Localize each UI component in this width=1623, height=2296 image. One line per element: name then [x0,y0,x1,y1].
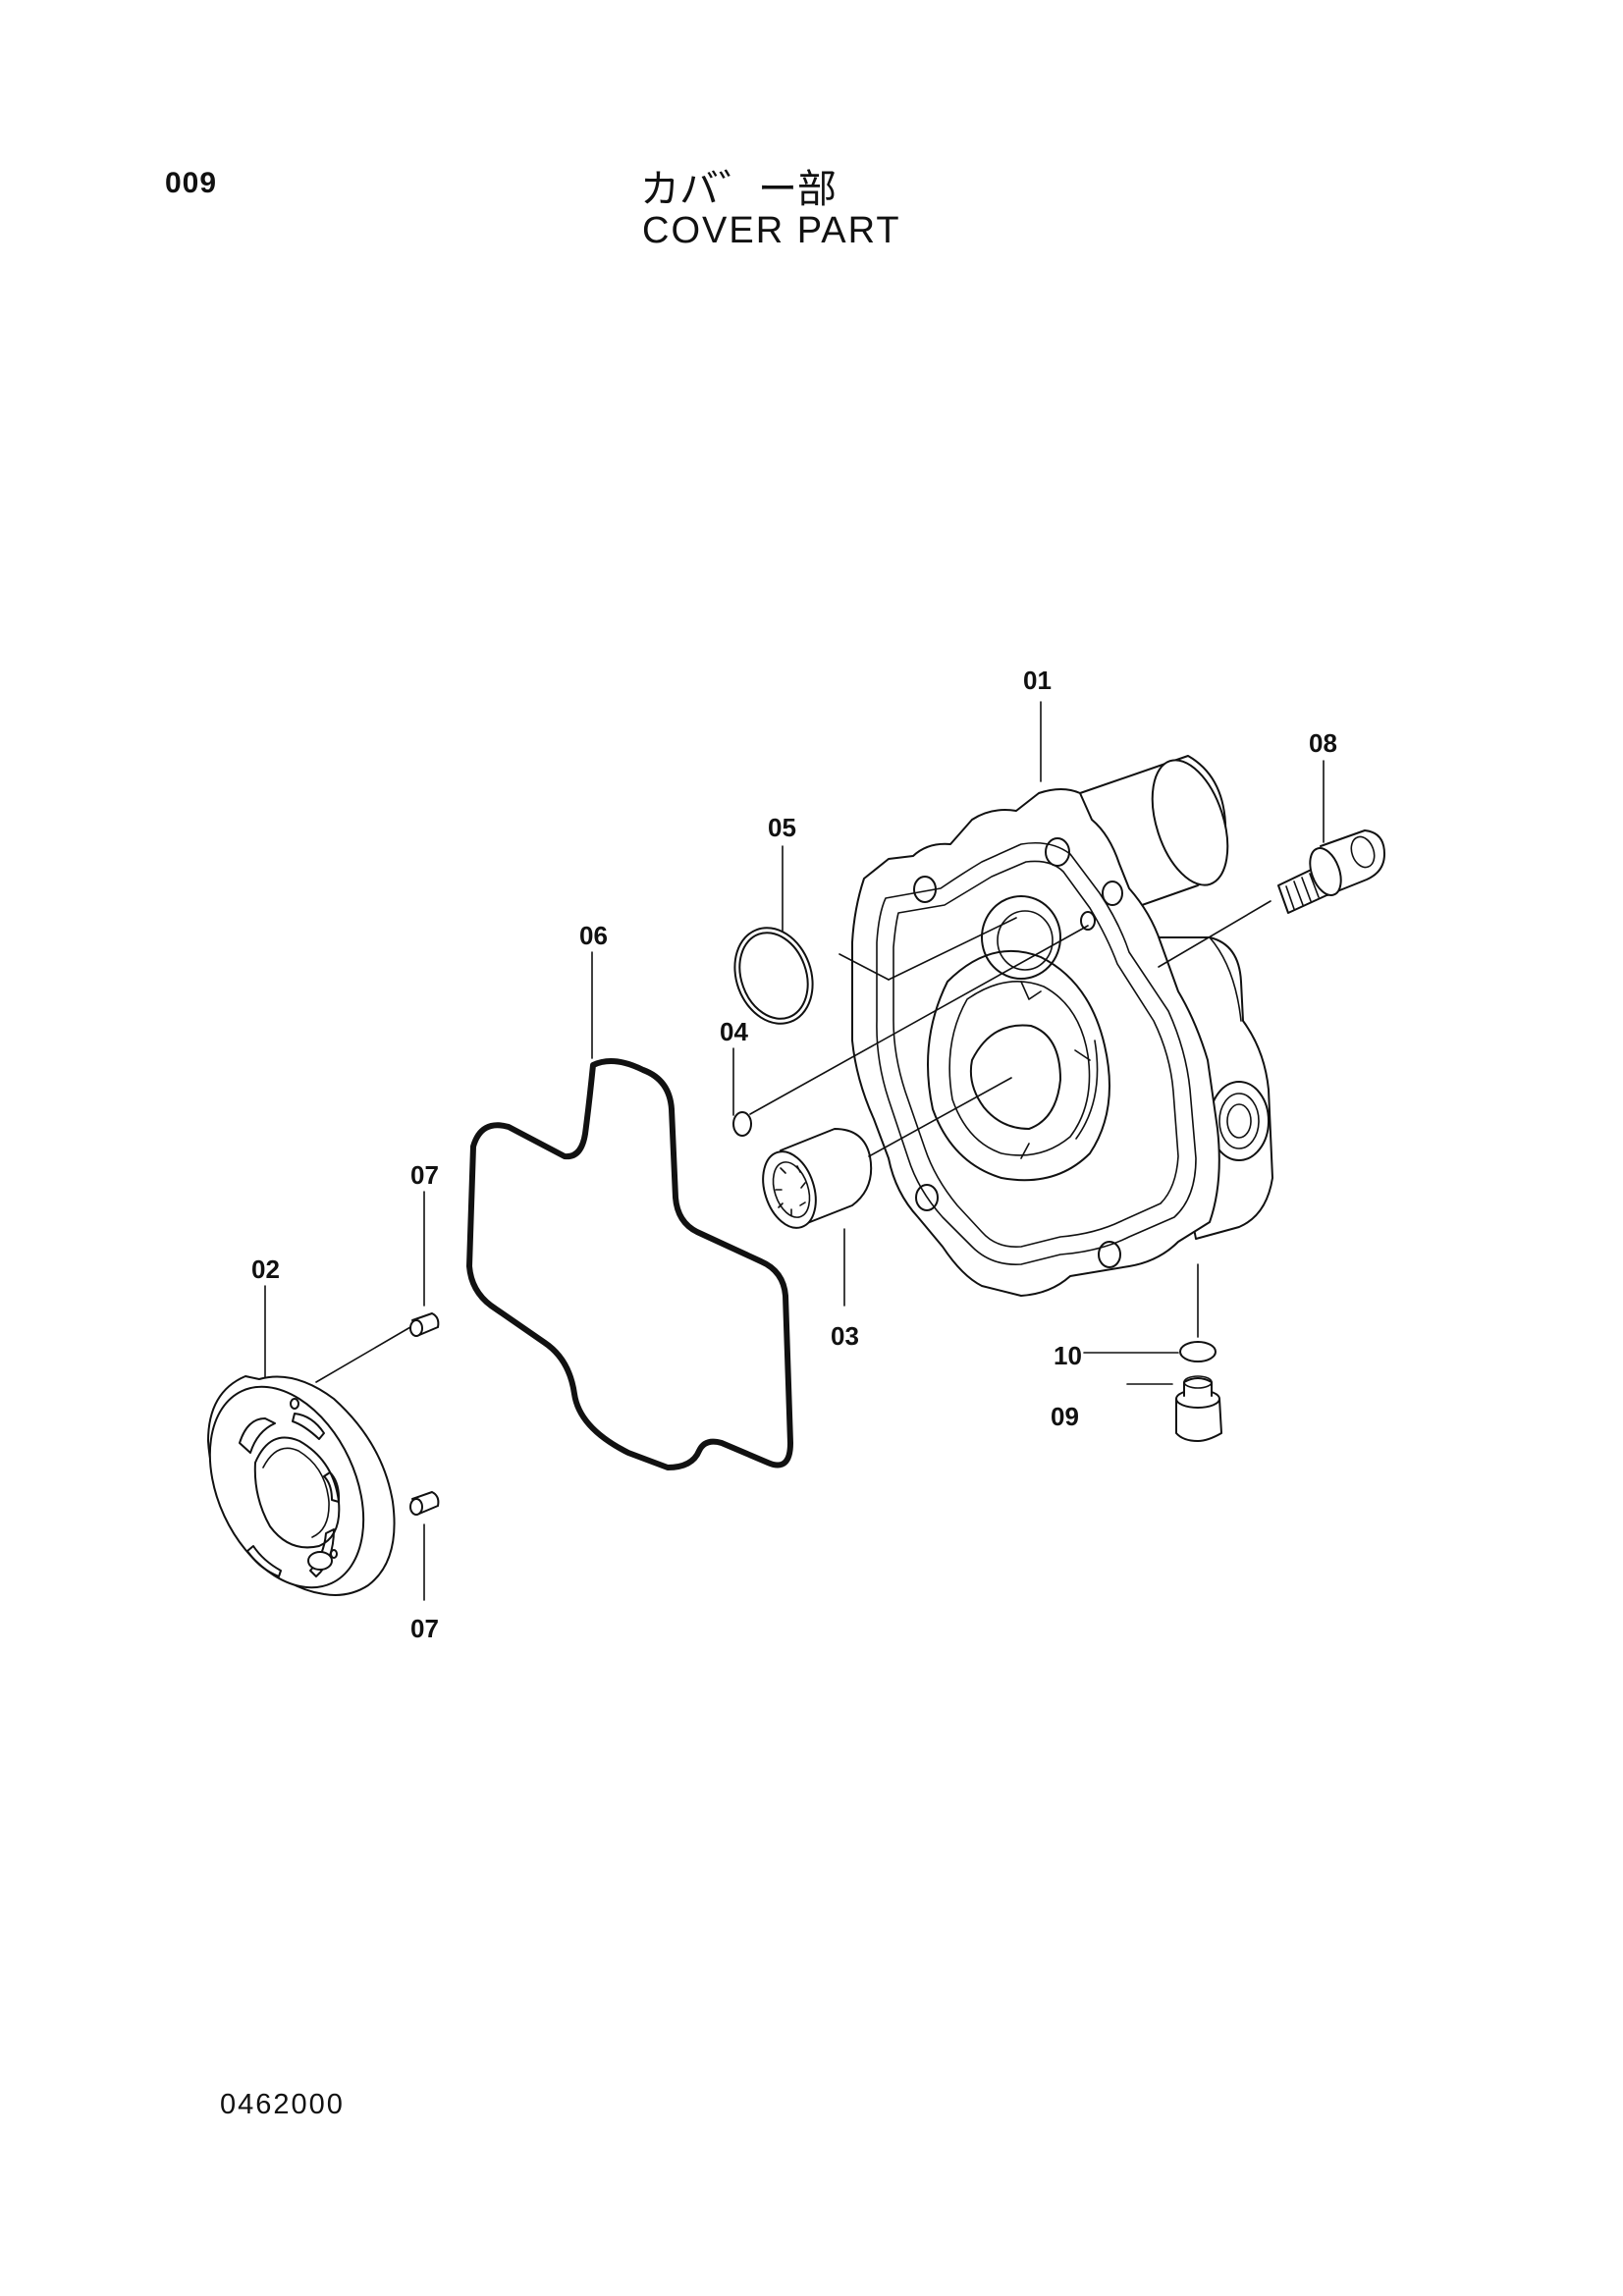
drawing-code: 0462000 [220,2089,345,2120]
part-03-needle-bearing [762,1128,873,1229]
callout-07-upper: 07 [410,1160,439,1190]
part-07-pin-lower [409,1491,440,1516]
callout-07-lower: 07 [410,1614,439,1643]
callout-09: 09 [1051,1402,1079,1431]
title-english: COVER PART [642,210,901,251]
part-08-bolt [1277,829,1385,914]
part-05-o-ring [733,927,814,1025]
callout-06: 06 [579,921,608,950]
title-japanese: カバ゛ー部 [640,167,837,212]
part-04-small-o-ring [732,1111,752,1137]
page-number: 009 [165,167,218,199]
callout-05: 05 [768,813,796,842]
callout-01: 01 [1023,666,1052,695]
part-10-seal [1179,1341,1217,1362]
callout-08: 08 [1309,728,1337,758]
part-02-valve-plate [207,1375,396,1596]
callout-10: 10 [1054,1341,1082,1370]
leader-lines [264,701,1325,1601]
callout-03: 03 [831,1321,859,1351]
callout-02: 02 [251,1255,280,1284]
part-01-cover-housing [851,755,1273,1297]
callout-04: 04 [720,1017,748,1046]
part-06-gasket [466,1058,793,1470]
part-09-plug [1175,1375,1222,1442]
part-07-pin-upper [409,1312,440,1337]
